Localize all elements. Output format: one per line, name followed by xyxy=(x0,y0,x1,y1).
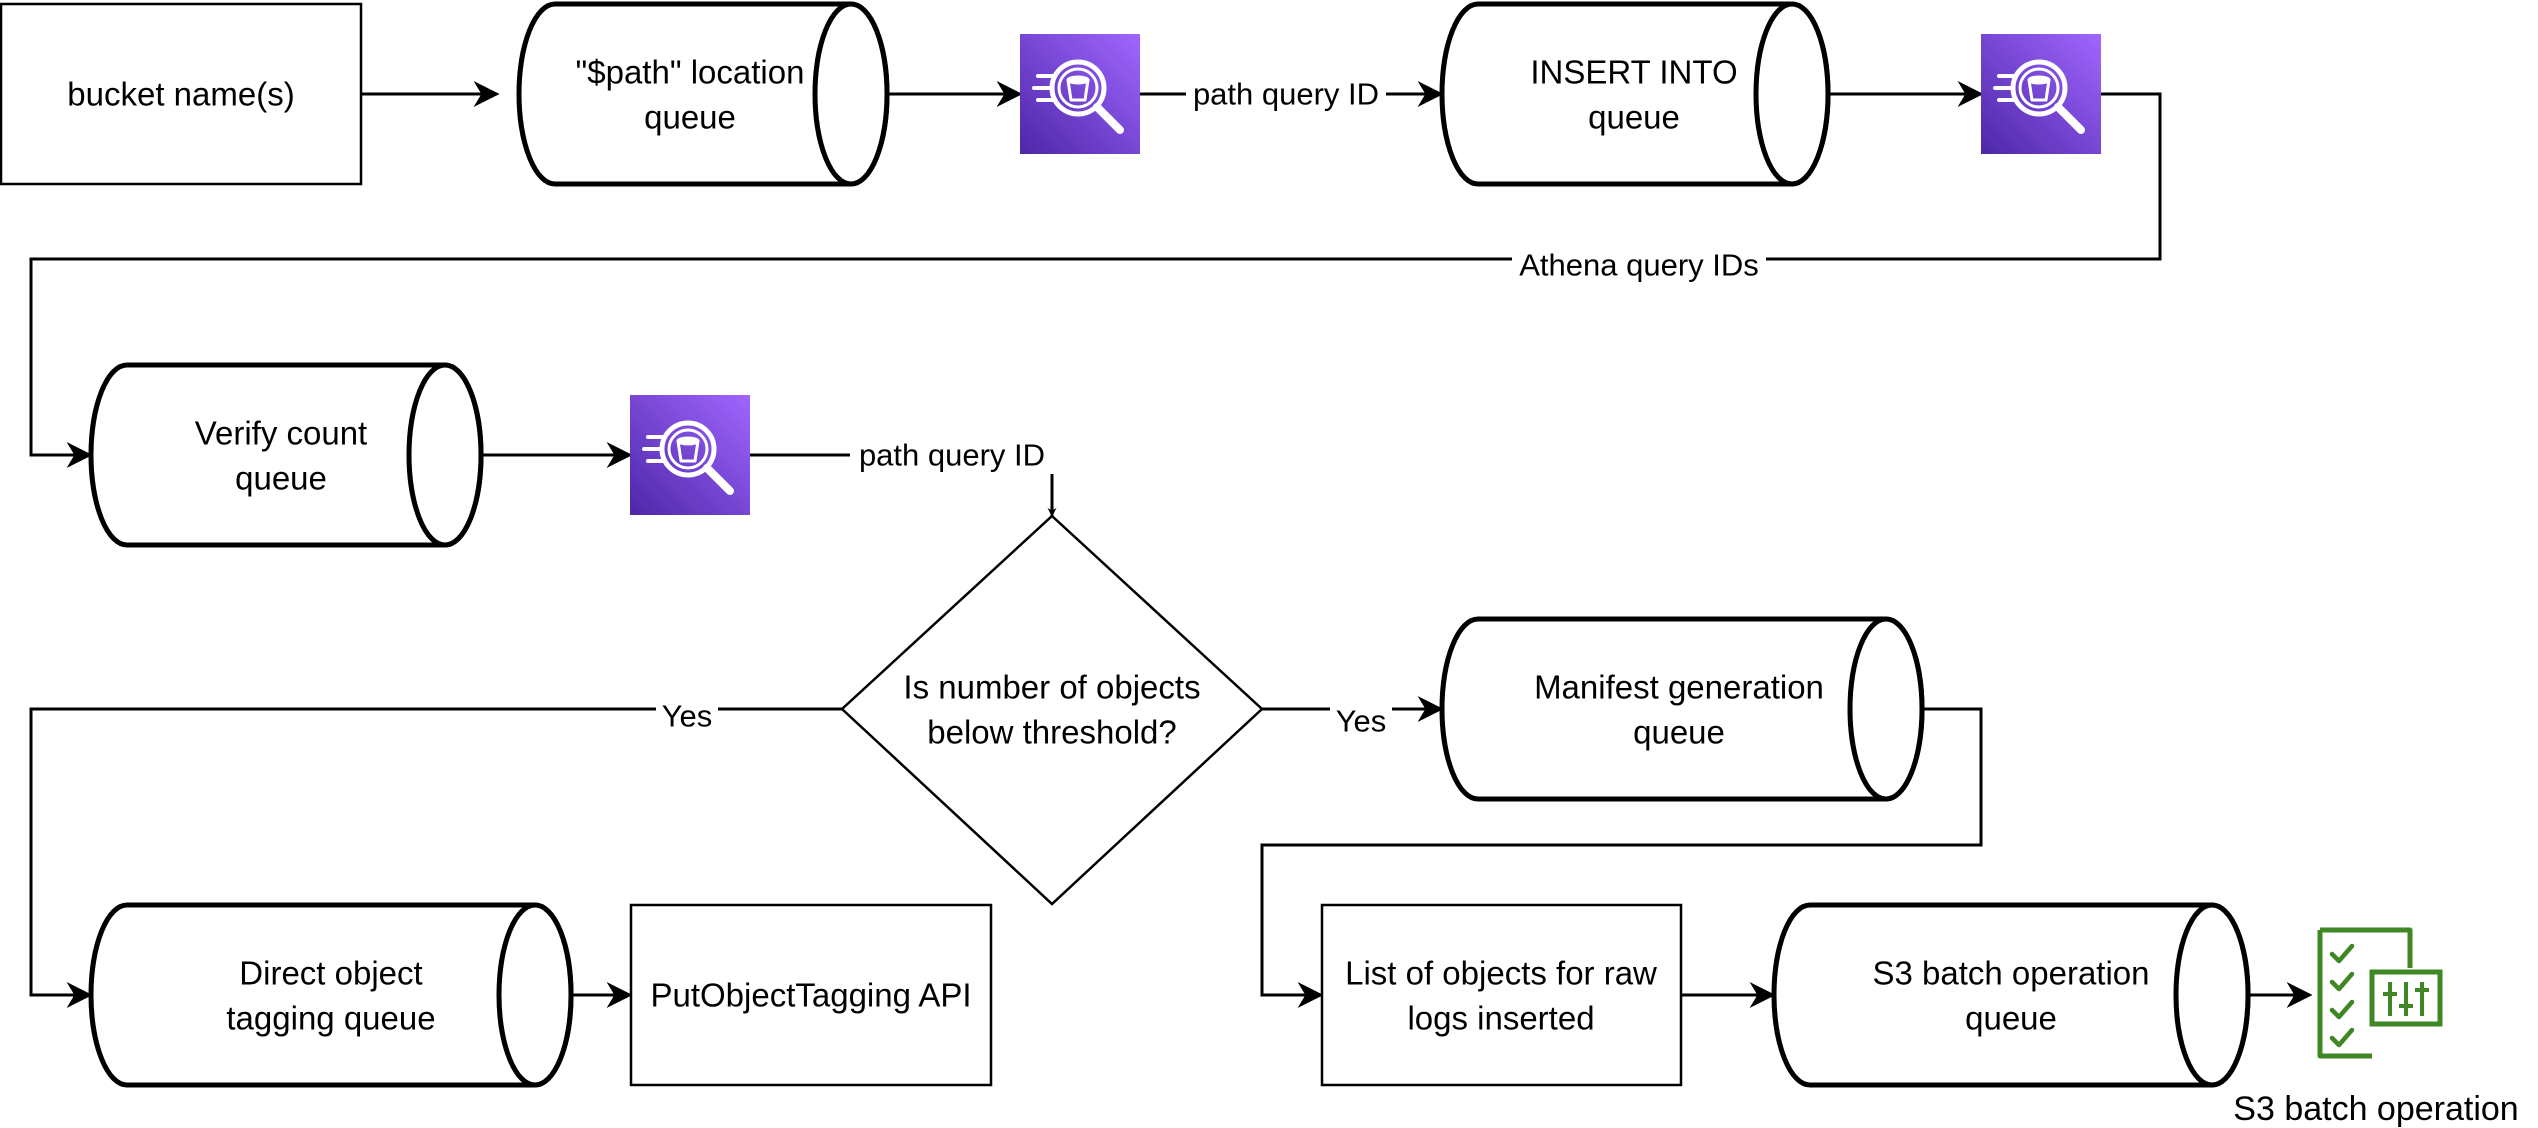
edge-labels: path query ID Athena query IDs path quer… xyxy=(656,75,1766,739)
edge-label-yes-right: Yes xyxy=(1330,702,1392,739)
threshold-decision-label-1: Is number of objects xyxy=(903,669,1200,706)
edge-label-path-query-id-2: path query ID xyxy=(850,436,1054,474)
path-location-queue: "$path" location queue xyxy=(516,1,890,187)
verify-count-queue-label-2: queue xyxy=(235,460,327,497)
put-object-tagging-box: PutObjectTagging API xyxy=(629,903,993,1087)
insert-into-queue-label-1: INSERT INTO xyxy=(1530,54,1737,91)
verify-count-queue-label-1: Verify count xyxy=(195,415,367,452)
objects-list-label-1: List of objects for raw xyxy=(1345,955,1657,992)
edge-label-text: Athena query IDs xyxy=(1519,248,1759,283)
direct-object-tagging-queue-label-1: Direct object xyxy=(239,955,422,992)
edge-label-path-query-id-1: path query ID xyxy=(1186,75,1386,113)
path-location-queue-label-1: "$path" location xyxy=(576,54,805,91)
s3-batch-operation-queue-label-1: S3 batch operation xyxy=(1872,955,2149,992)
athena-query-icon xyxy=(1981,34,2101,154)
insert-into-queue: INSERT INTO queue xyxy=(1439,1,1831,187)
manifest-generation-queue-label-1: Manifest generation xyxy=(1534,669,1824,706)
verify-count-queue: Verify count queue xyxy=(88,362,484,548)
path-location-queue-label-2: queue xyxy=(644,99,736,136)
edge-label-text: Yes xyxy=(1336,704,1387,739)
threshold-decision: Is number of objects below threshold? xyxy=(840,514,1264,906)
edge-manifest-to-objects-list xyxy=(1260,707,1983,1008)
manifest-generation-queue-label-2: queue xyxy=(1633,714,1725,751)
direct-object-tagging-queue: Direct object tagging queue xyxy=(88,902,574,1088)
s3-batch-operation-caption: S3 batch operation xyxy=(2233,1090,2518,1128)
edge-label-text: path query ID xyxy=(859,438,1045,473)
threshold-decision-label-2: below threshold? xyxy=(927,714,1177,751)
manifest-generation-queue: Manifest generation queue xyxy=(1439,616,1925,802)
objects-list-box: List of objects for raw logs inserted xyxy=(1320,903,1683,1087)
bucket-names-box: bucket name(s) xyxy=(0,2,363,186)
s3-batch-operation-queue: S3 batch operation queue xyxy=(1771,902,2251,1088)
objects-list-label-2: logs inserted xyxy=(1407,1000,1594,1037)
bucket-names-label: bucket name(s) xyxy=(67,76,294,113)
athena-query-icon xyxy=(630,395,750,515)
insert-into-queue-label-2: queue xyxy=(1588,99,1680,136)
direct-object-tagging-queue-label-2: tagging queue xyxy=(226,1000,435,1037)
s3-batch-operations-icon xyxy=(2317,927,2443,1059)
put-object-tagging-label: PutObjectTagging API xyxy=(650,977,971,1014)
athena-query-icon xyxy=(1020,34,1140,154)
s3-batch-operation-queue-label-2: queue xyxy=(1965,1000,2057,1037)
edge-label-text: Yes xyxy=(662,699,713,734)
edge-label-yes-left: Yes xyxy=(656,696,718,734)
edge-decision-to-direct-tag xyxy=(29,707,842,1008)
edge-label-text: path query ID xyxy=(1193,77,1379,112)
edge-label-athena-query-ids: Athena query IDs xyxy=(1512,240,1766,283)
edge-athena-to-verify-queue xyxy=(29,92,2162,468)
